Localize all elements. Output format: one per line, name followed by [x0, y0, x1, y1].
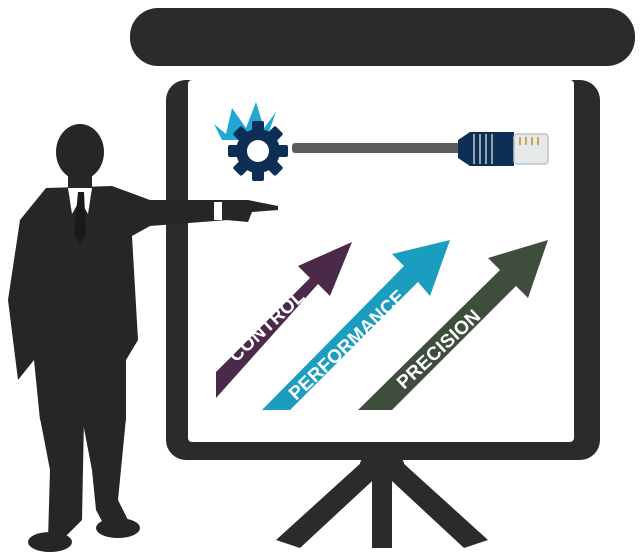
gear-icon [228, 121, 288, 181]
ethernet-connector-icon [458, 132, 549, 166]
arrow-performance-shape [262, 240, 450, 410]
necktie [74, 192, 86, 244]
arrow-control-shape [216, 242, 352, 398]
arrow-precision-shape [358, 240, 548, 410]
board-top-bar [130, 8, 635, 66]
cable [292, 143, 464, 153]
presentation-board [130, 8, 635, 548]
shirt-collar [68, 188, 92, 214]
board-legs [276, 458, 488, 548]
network-graphic [214, 102, 549, 181]
shirt-cuff [214, 202, 222, 220]
presenter-silhouette [8, 124, 278, 552]
board-screen [188, 80, 574, 442]
